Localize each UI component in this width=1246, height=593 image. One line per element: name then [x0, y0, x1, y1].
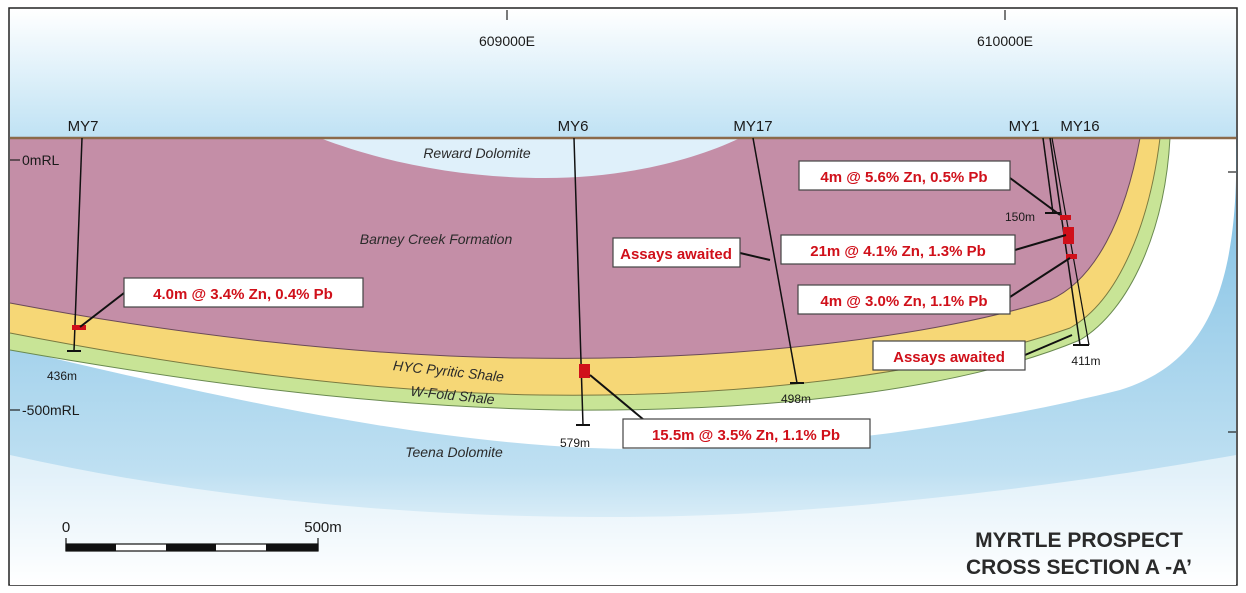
- drillhole-trace-my17: [752, 137, 798, 384]
- intercept-text-my6-assays: Assays awaited: [620, 246, 732, 263]
- intercept-mark-my16-upper: [1060, 215, 1071, 220]
- teena-lower-fade: [10, 455, 1236, 585]
- drillhole-label-my6: MY6: [558, 118, 589, 135]
- intercept-box-my16-assays: Assays awaited: [872, 340, 1026, 371]
- rl-label-0: 0mRL: [22, 152, 60, 168]
- intercept-text-my16-4m: 4m @ 3.0% Zn, 1.1% Pb: [820, 293, 987, 310]
- intercept-box-my7: 4.0m @ 3.4% Zn, 0.4% Pb: [123, 277, 364, 308]
- leader-my6-155: [589, 374, 651, 426]
- scale-label-start: 0: [62, 519, 70, 536]
- unit-label-barney: Barney Creek Formation: [360, 231, 513, 247]
- intercept-text-my16-assays: Assays awaited: [893, 349, 1005, 366]
- drillhole-label-my1: MY1: [1009, 118, 1040, 135]
- leader-my7: [79, 292, 125, 328]
- leader-my1-56: [1009, 177, 1061, 216]
- intercept-box-my6-155: 15.5m @ 3.5% Zn, 1.1% Pb: [622, 418, 871, 449]
- drillhole-label-my7: MY7: [68, 118, 99, 135]
- intercept-box-my6-assays: Assays awaited: [612, 237, 741, 268]
- drillhole-trace-my1: [1042, 137, 1054, 214]
- hyc-wfold-contact: [9, 137, 1161, 396]
- leader-my6-assays: [739, 252, 771, 261]
- intercept-text-my6-155: 15.5m @ 3.5% Zn, 1.1% Pb: [652, 427, 840, 444]
- title-line-1: MYRTLE PROSPECT: [975, 529, 1183, 552]
- depth-label-my7: 436m: [47, 369, 77, 383]
- intercept-text-my16-21m: 21m @ 4.1% Zn, 1.3% Pb: [810, 243, 986, 260]
- scale-bar: [65, 538, 319, 552]
- reward-dolomite-layer: [320, 138, 740, 178]
- wfold-teena-contact: [9, 137, 1171, 411]
- depth-label-my1: 150m: [1005, 210, 1035, 224]
- drillhole-label-my16: MY16: [1060, 118, 1099, 135]
- drillhole-label-my17: MY17: [733, 118, 772, 135]
- leader-my16-21: [1014, 234, 1067, 251]
- rl-label-500: -500mRL: [22, 402, 80, 418]
- scale-label-end: 500m: [304, 519, 342, 536]
- title-line-2: CROSS SECTION A -A’: [966, 556, 1192, 579]
- sky-band: [10, 9, 1236, 138]
- barney-hyc-contact: [9, 137, 1141, 359]
- teena-dolomite-layer: [10, 138, 1237, 585]
- intercept-box-my16-4m: 4m @ 3.0% Zn, 1.1% Pb: [797, 284, 1011, 315]
- depth-label-my6: 579m: [560, 436, 590, 450]
- intercept-mark-my6: [579, 364, 590, 378]
- leader-my16-assays: [1024, 334, 1073, 356]
- intercept-mark-my7: [72, 325, 86, 330]
- unit-label-reward: Reward Dolomite: [423, 145, 531, 161]
- easting-label-609000: 609000E: [479, 33, 535, 49]
- intercept-mark-my16-lower: [1066, 254, 1077, 259]
- easting-label-610000: 610000E: [977, 33, 1033, 49]
- intercept-text-my1: 4m @ 5.6% Zn, 0.5% Pb: [820, 169, 987, 186]
- intercept-text-my7: 4.0m @ 3.4% Zn, 0.4% Pb: [153, 286, 333, 303]
- intercept-mark-my16-main: [1063, 227, 1074, 244]
- leader-my16-30: [1009, 257, 1071, 298]
- drillhole-trace-my7: [73, 137, 83, 352]
- intercept-box-my16-21m: 21m @ 4.1% Zn, 1.3% Pb: [780, 234, 1016, 265]
- depth-label-my16: 411m: [1071, 354, 1100, 368]
- intercept-box-my1: 4m @ 5.6% Zn, 0.5% Pb: [798, 160, 1011, 191]
- unit-label-teena: Teena Dolomite: [405, 444, 503, 460]
- depth-label-my17: 498m: [781, 392, 811, 406]
